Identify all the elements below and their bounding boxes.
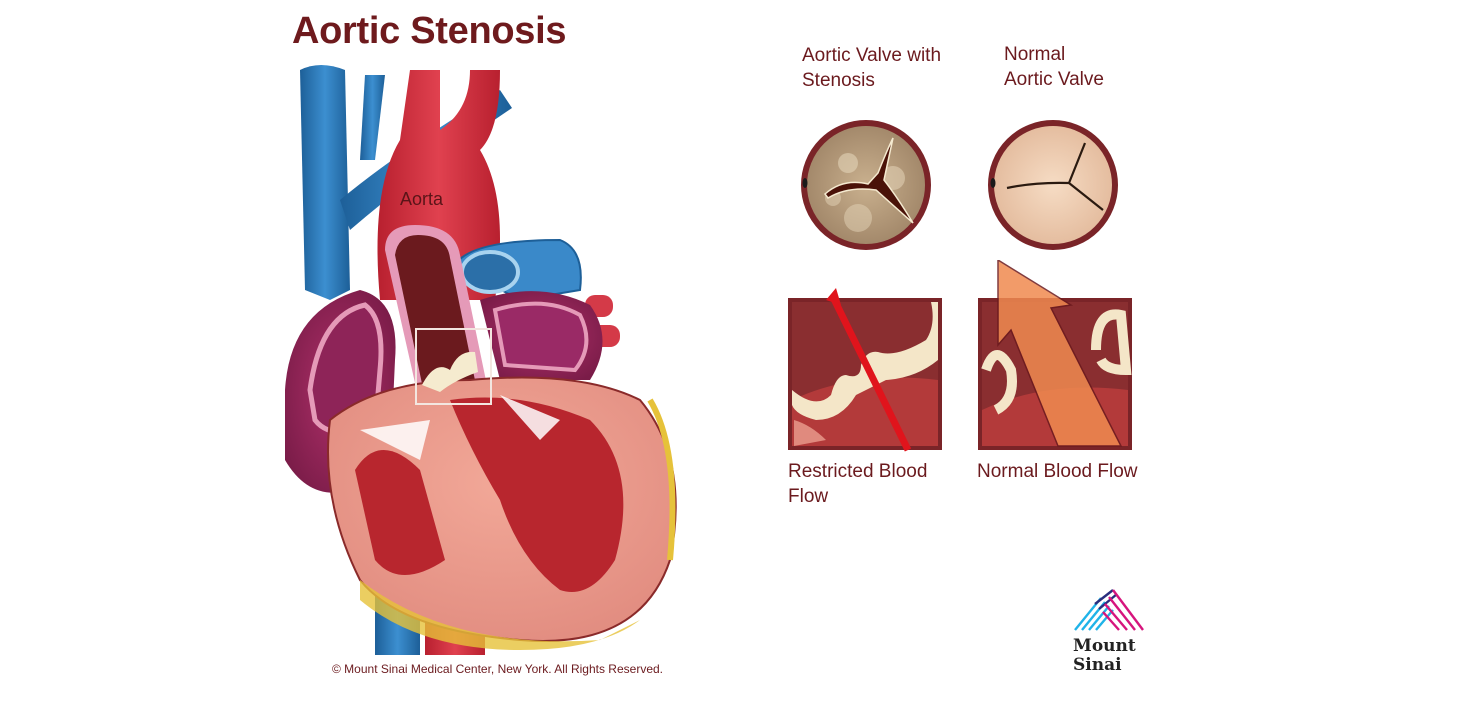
heart-illustration — [285, 65, 677, 655]
stenotic-valve-image — [801, 120, 931, 250]
mountain-logo-icon — [1074, 589, 1144, 631]
valve-highlight-box — [415, 328, 492, 405]
restricted-flow-label: Restricted Blood Flow — [788, 461, 928, 507]
restricted-flow-image — [788, 288, 942, 452]
mount-sinai-logo: Mount Sinai — [1073, 588, 1145, 675]
page-title: Aortic Stenosis — [292, 10, 567, 52]
normal-valve-image — [988, 120, 1118, 250]
copyright-notice: © Mount Sinai Medical Center, New York. … — [332, 662, 663, 676]
normal-valve-label: Normal Aortic Valve — [1004, 44, 1104, 90]
stenotic-valve-label: Aortic Valve with Stenosis — [802, 45, 942, 91]
normal-flow-image — [978, 260, 1132, 450]
aorta-label: Aorta — [400, 189, 444, 209]
normal-flow-label: Normal Blood Flow — [977, 461, 1138, 482]
